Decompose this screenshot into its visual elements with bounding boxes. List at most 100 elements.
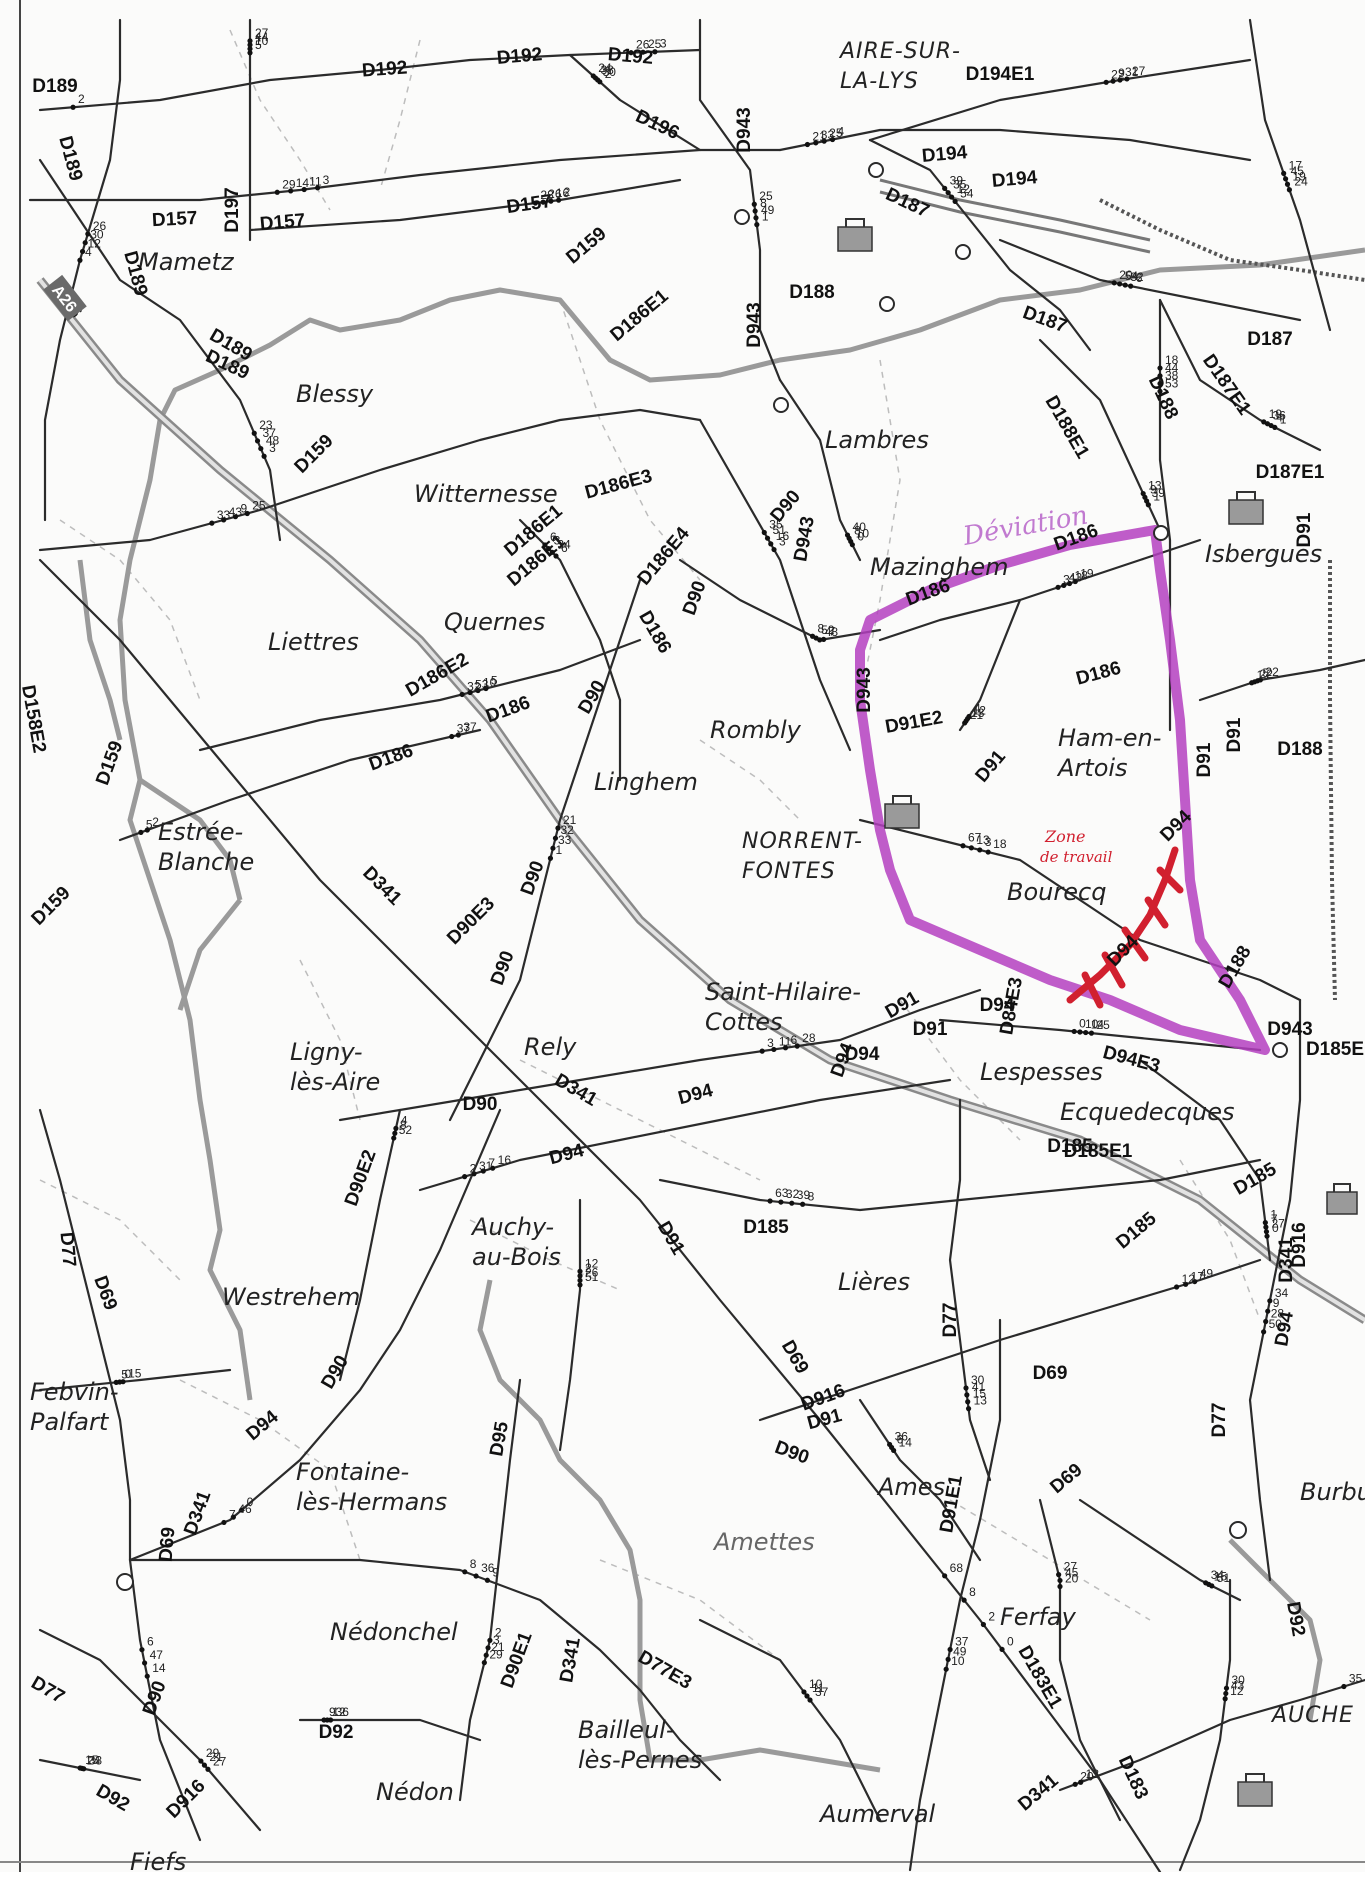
km-dot (1286, 187, 1293, 193)
km-marker: 27 (213, 1754, 227, 1768)
road-label: D69 (1046, 1460, 1086, 1498)
town-label-aire-sur-la-lys: AIRE-SUR- (838, 39, 961, 64)
km-dot (1249, 680, 1255, 686)
km-marker: 12 (1230, 1684, 1244, 1698)
km-marker: 34 (557, 537, 571, 551)
km-dot (1263, 1224, 1269, 1230)
km-dot (821, 138, 827, 144)
road-label: D92 (1282, 1600, 1309, 1638)
km-marker: 20 (1080, 1769, 1094, 1783)
km-dot (548, 198, 554, 204)
road-label: D189 (32, 76, 77, 97)
km-dot (1281, 170, 1287, 176)
km-marker: 2 (495, 1625, 502, 1639)
km-dot (789, 1200, 795, 1206)
km-dot (985, 849, 991, 855)
town-label-liettres: Liettres (268, 628, 359, 656)
km-dot (391, 1135, 397, 1141)
road-label: D77 (1209, 1403, 1230, 1438)
km-dot (1157, 365, 1163, 371)
km-dot (999, 1646, 1005, 1653)
km-marker: 4 (838, 124, 845, 138)
km-marker: 35 (953, 178, 967, 192)
km-dot (490, 1165, 496, 1171)
road-label: D341 (551, 1070, 601, 1111)
km-dot (942, 185, 948, 191)
town-label-lieres: Lières (838, 1268, 910, 1296)
road-label: D94 (547, 1140, 587, 1169)
km-dot (315, 185, 321, 191)
km-marker: 2 (152, 815, 159, 829)
building-icon (884, 795, 920, 829)
km-marker: 26 (548, 187, 562, 201)
km-dot (1066, 580, 1073, 587)
town-label-lambres: Lambres (825, 426, 929, 454)
road-network (28, 18, 1365, 1874)
km-dot (475, 687, 481, 694)
km-marker: 19 (1269, 407, 1283, 421)
km-dot (532, 200, 539, 206)
km-dot (942, 1573, 948, 1579)
road-label: D159 (92, 738, 127, 788)
km-marker: 9 (1273, 1296, 1280, 1310)
km-marker: 52 (821, 623, 835, 637)
km-marker: 38 (1165, 369, 1179, 383)
km-marker: 11 (812, 1681, 825, 1695)
road-label: D69 (1033, 1363, 1068, 1384)
town-label-saint-hilaire-cottes: Cottes (705, 1008, 783, 1036)
km-marker: 45 (1291, 164, 1305, 178)
km-dot (1262, 1220, 1268, 1226)
km-dot (1265, 1308, 1271, 1314)
km-marker: 31 (1125, 65, 1139, 79)
km-marker: 10 (809, 1677, 823, 1691)
km-dot (1055, 584, 1061, 590)
road-label: D194 (991, 167, 1039, 192)
km-marker: 37 (457, 722, 471, 736)
town-label-ligny-les-aire: lès-Aire (290, 1068, 380, 1096)
town-label-ligny-les-aire: Ligny- (290, 1038, 363, 1066)
km-dot (1263, 1229, 1270, 1235)
road-label: D158E2 (17, 683, 50, 754)
km-dot (945, 190, 951, 196)
road-label: D159 (562, 223, 610, 268)
km-marker: 52 (399, 1123, 413, 1137)
km-marker: 1 (1257, 668, 1264, 682)
road-label: D183 (1114, 1753, 1152, 1803)
district-boundaries (77, 247, 1365, 1773)
motorway-shield: A26 (43, 274, 87, 322)
km-marker: 5 (121, 1367, 128, 1381)
road-label: D186E1 (606, 285, 672, 346)
km-marker: 24 (87, 1753, 101, 1767)
road-label: D90 (139, 1678, 171, 1718)
road-label: D77 (27, 1672, 68, 1708)
km-marker: 13 (1148, 479, 1162, 493)
km-marker: 28 (1271, 1307, 1285, 1321)
km-marker: 13 (971, 706, 985, 720)
km-dot (141, 1660, 148, 1666)
km-marker: 44 (1165, 361, 1179, 375)
km-marker: 3 (554, 534, 561, 548)
town-label-quernes: Quernes (444, 608, 545, 636)
km-dot (85, 231, 91, 237)
km-marker: 22 (1265, 665, 1279, 679)
km-dot (555, 825, 561, 831)
km-dot (590, 73, 596, 79)
km-marker: 40 (853, 520, 867, 534)
km-marker: 3 (493, 1633, 500, 1647)
km-dot (209, 520, 215, 526)
work-zone-marking (1066, 846, 1184, 1009)
km-dot (829, 136, 836, 143)
road-label: D91 (972, 746, 1011, 787)
km-marker: 12 (973, 704, 987, 718)
km-marker: 9 (1118, 66, 1125, 80)
km-dot (546, 546, 552, 552)
km-marker: 18 (993, 837, 1007, 851)
km-dot (1111, 280, 1117, 286)
km-marker: 8 (808, 1189, 815, 1203)
road-label: D159 (291, 431, 338, 478)
km-dot (1061, 582, 1067, 589)
km-marker: 6 (791, 1033, 798, 1047)
km-marker: 20 (1119, 268, 1133, 282)
km-marker: 25 (1096, 1018, 1110, 1032)
